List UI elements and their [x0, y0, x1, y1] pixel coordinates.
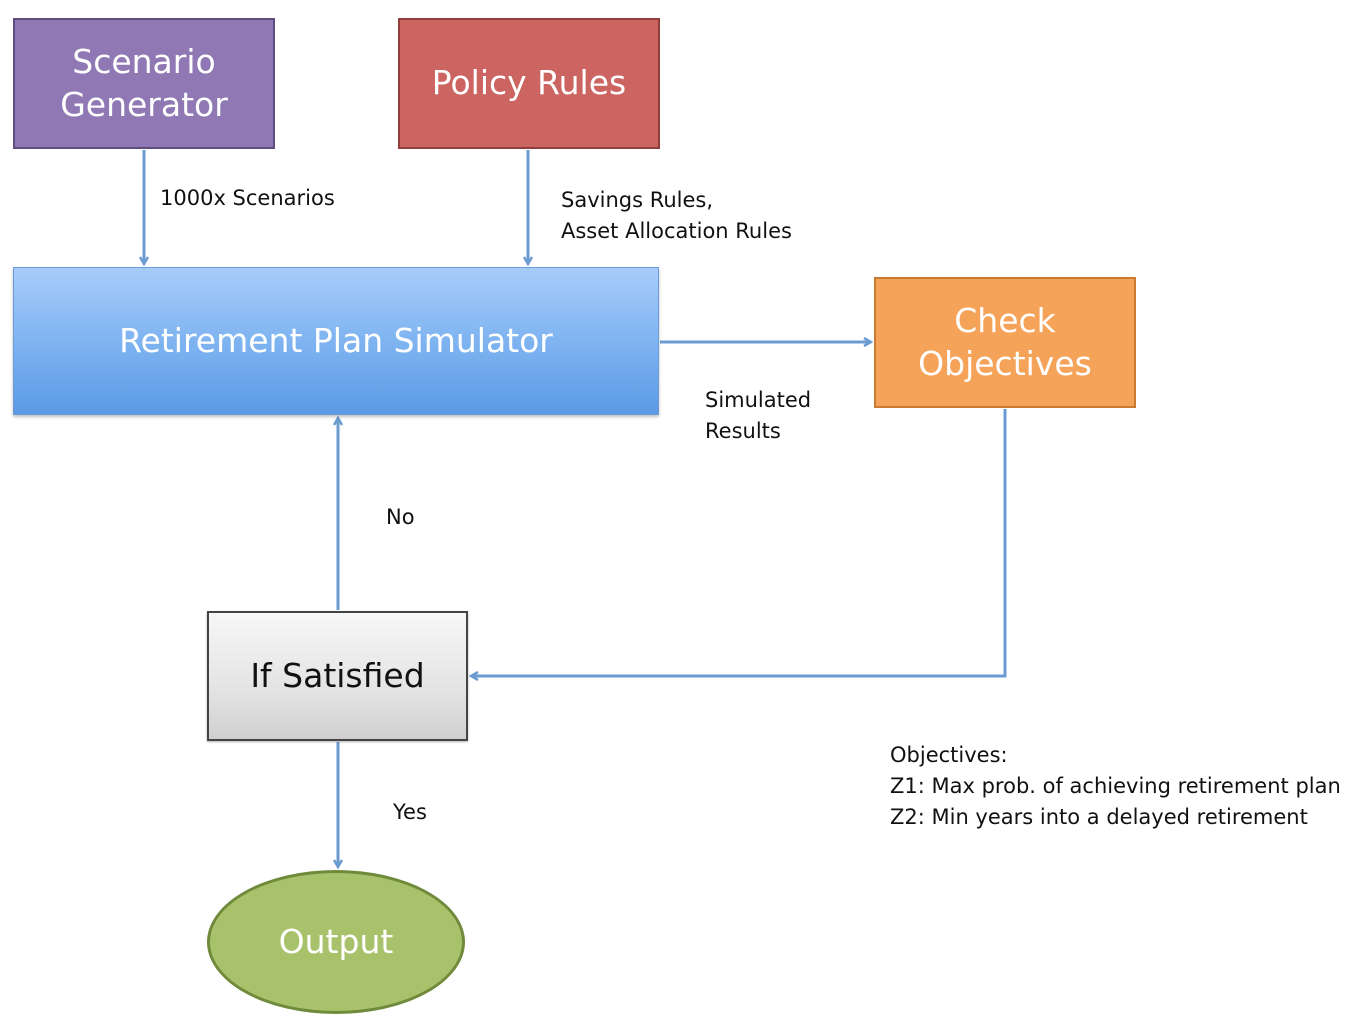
objectives-note: Objectives: Z1: Max prob. of achieving r…: [890, 740, 1341, 833]
yes-edge-label: Yes: [393, 800, 427, 824]
results-edge-label: Simulated Results: [705, 388, 812, 443]
arrow-check-to-satisfied: [471, 409, 1007, 676]
output-node: Output: [207, 870, 465, 1014]
objective-z2: Z2: Min years into a delayed retirement: [890, 805, 1308, 829]
rules-edge-label: Savings Rules, Asset Allocation Rules: [561, 188, 792, 243]
if-satisfied-node: If Satisfied: [207, 611, 468, 741]
simulator-label: Retirement Plan Simulator: [119, 320, 553, 360]
no-edge-label: No: [386, 505, 415, 529]
check-objectives-label: Check Objectives: [918, 300, 1092, 383]
policy-rules-label: Policy Rules: [431, 63, 627, 103]
scenario-generator-label: Scenario Generator: [60, 41, 228, 124]
output-label: Output: [278, 921, 394, 961]
if-satisfied-label: If Satisfied: [250, 655, 425, 695]
policy-rules-node: Policy Rules: [398, 18, 660, 149]
retirement-plan-simulator-node: Retirement Plan Simulator: [13, 267, 659, 415]
scenarios-edge-label: 1000x Scenarios: [160, 186, 335, 210]
objectives-heading: Objectives:: [890, 743, 1008, 767]
objective-z1: Z1: Max prob. of achieving retirement pl…: [890, 774, 1341, 798]
scenario-generator-node: Scenario Generator: [13, 18, 275, 149]
check-objectives-node: Check Objectives: [874, 277, 1136, 408]
